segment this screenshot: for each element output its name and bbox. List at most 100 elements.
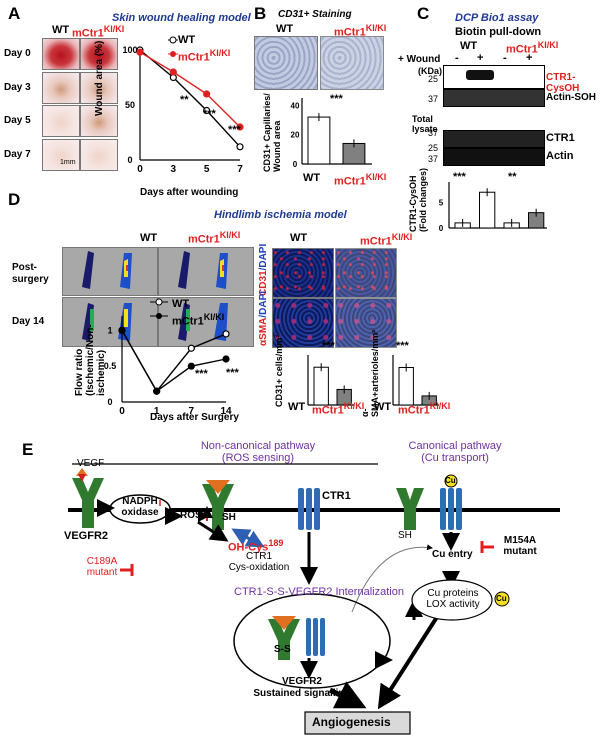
- wound-photo-ko-day7: [80, 139, 118, 171]
- series-line: [139, 51, 241, 128]
- mw-37b: 37: [428, 128, 439, 138]
- y-tick-label: 0: [107, 397, 112, 407]
- blot-ctr1: [443, 130, 545, 148]
- y-tick-label: 50: [125, 100, 135, 110]
- chart-b-xlab-ko: mCtr1KI/KI: [334, 172, 387, 188]
- ctr1-transporter-right: [440, 488, 462, 530]
- row-label-day0: Day 0: [4, 48, 31, 59]
- ctr1-cysoh-bar-chart: 05: [439, 182, 547, 233]
- x-tick-label: 1: [154, 406, 160, 417]
- laser-doppler-d14-ko: [158, 297, 254, 347]
- x-tick-label: 0: [137, 164, 143, 175]
- panel-b-col-wt: WT: [276, 23, 294, 35]
- cd31-cells-bar-chart: [307, 355, 354, 406]
- band-label-ctr1: CTR1: [546, 132, 575, 144]
- y-tick-label: 0.5: [104, 361, 117, 371]
- chart-a-sig-day3: **: [180, 94, 189, 106]
- chart-c-sig1: ***: [453, 171, 466, 183]
- band-label-ctr1-cysoh: CTR1-CysOH: [546, 72, 580, 94]
- data-point: [236, 123, 244, 131]
- y-tick-label: 100: [122, 45, 137, 55]
- mw-25b: 25: [428, 143, 439, 153]
- panel-c-wound-label: + Wound: [398, 54, 441, 65]
- internalized-ctr1: [306, 618, 325, 656]
- sign-2: +: [477, 52, 484, 64]
- cd31-fluo-wt: [272, 248, 334, 298]
- data-point: [203, 106, 211, 115]
- chart-d3-xlab-wt: WT: [374, 401, 392, 413]
- y-tick-label: 0: [293, 160, 298, 169]
- wound-photo-ko-day0: [80, 38, 118, 70]
- x-tick-label: 7: [237, 164, 243, 175]
- x-tick-label: 7: [189, 406, 195, 417]
- data-point: [236, 143, 244, 151]
- chart-a-legend-ko: mCtr1KI/KI: [178, 48, 231, 64]
- canonical-title: Canonical pathway(Cu transport): [408, 440, 502, 464]
- panel-d-col-ko: mCtr1KI/KI: [188, 230, 241, 246]
- panel-c-col-ko: mCtr1KI/KI: [506, 40, 559, 56]
- wound-photo-ko-day5: [80, 105, 118, 137]
- series-line: [139, 49, 241, 148]
- data-point: [187, 362, 195, 370]
- flow-ratio-chart: 0 1 7 14 0 0.5 1: [104, 298, 232, 417]
- chart-c-sig2: **: [508, 171, 517, 183]
- sh-label-middle: SH: [222, 512, 236, 523]
- data-point: [169, 68, 177, 76]
- y-tick-label: 5: [439, 198, 444, 207]
- x-tick-label: 5: [204, 164, 210, 175]
- panel-c-title: DCP Bio1 assay: [455, 12, 539, 24]
- panel-c-subtitle: Biotin pull-down: [455, 26, 542, 38]
- data-point: [187, 344, 195, 352]
- sma-fluo-ko: [335, 298, 397, 348]
- chart-d-legend-wt: WT: [172, 298, 190, 310]
- cu-label-top: Cu: [445, 476, 456, 485]
- legend-marker-ko: [170, 51, 176, 57]
- chart-d-xlabel: Days after Surgery: [150, 412, 239, 423]
- data-point: [153, 387, 161, 395]
- data-point: [222, 330, 230, 338]
- x-tick-label: 14: [220, 406, 232, 417]
- chart-a-sig-day5: ***: [203, 108, 216, 120]
- row-label-day7: Day 7: [4, 149, 31, 160]
- mw-37c: 37: [428, 154, 439, 164]
- panel-a-title: Skin wound healing model: [112, 12, 251, 24]
- wound-area-chart: 0 3 5 7 0 50 100: [122, 36, 244, 175]
- laser-doppler-post-wt: [62, 247, 158, 296]
- cd31-fluo-ko: [335, 248, 397, 298]
- sign-3: -: [503, 52, 507, 64]
- ctr1-label: CTR1: [322, 490, 351, 502]
- internalized-vegfr2: [268, 616, 300, 660]
- wound-photo-wt-day5: [42, 105, 80, 137]
- y-tick-label: 20: [291, 131, 300, 140]
- vegfr2-receptor-left: [72, 468, 104, 528]
- x-tick-label: 3: [171, 164, 177, 175]
- chart-b-xlab-wt: WT: [303, 172, 321, 184]
- row-label-day5: Day 5: [4, 115, 31, 126]
- chart-d2-xlab-ko: mCtr1KI/KI: [312, 401, 365, 417]
- ctr1-transporter-middle: [298, 488, 320, 530]
- legend-marker-ko: [156, 313, 162, 319]
- data-point: [136, 48, 144, 56]
- y-tick-label: 1: [107, 325, 112, 335]
- chart-d-legend-ko: mCtr1KI/KI: [172, 312, 225, 328]
- ss-bond-label: S-S: [274, 644, 291, 655]
- ros-label: ROS: [180, 510, 202, 521]
- panel-a-letter: A: [8, 4, 21, 23]
- fluo-col-ko: mCtr1KI/KI: [360, 232, 413, 248]
- oh-cys-label: OH-Cys189: [228, 538, 284, 554]
- total-lysate-label: Total lysate: [412, 114, 438, 134]
- panel-a-col-ko: mCtr1KI/KI: [72, 24, 125, 40]
- vegf-label: VEGF: [77, 458, 105, 469]
- y-tick-label: 0: [439, 224, 444, 233]
- x-tick-label: 0: [119, 406, 125, 417]
- wound-photo-wt-day7: [42, 139, 80, 171]
- band-label-actin-soh: Actin-SOH: [546, 92, 596, 103]
- y-tick-label: 0: [127, 155, 132, 165]
- row-label-day3: Day 3: [4, 82, 31, 93]
- chart-d2-sig: ***: [322, 340, 335, 352]
